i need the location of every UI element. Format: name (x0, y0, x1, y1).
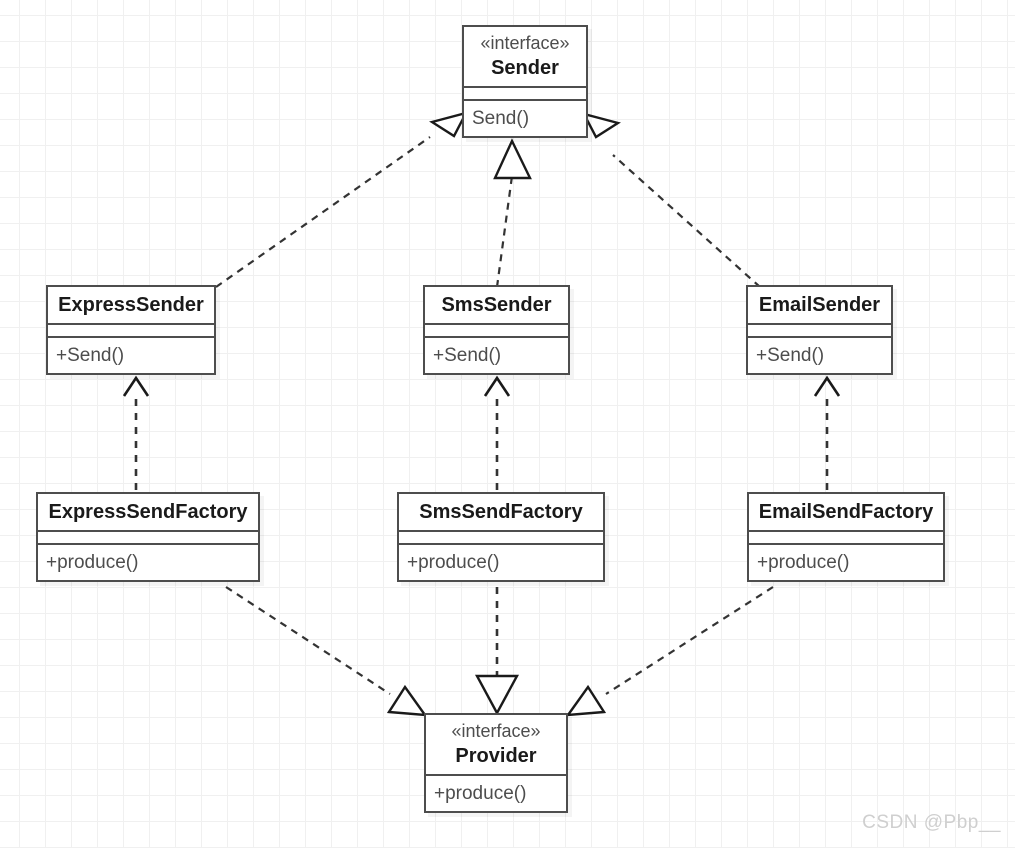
hollow-triangle-arrowhead (386, 684, 428, 717)
hollow-triangle-arrowhead (474, 674, 520, 716)
operation-express-factory-produce: +produce() (38, 543, 258, 580)
operation-provider-produce: +produce() (426, 774, 566, 811)
operation-email-sender-send: +Send() (748, 336, 891, 373)
class-name-label: EmailSender (758, 294, 881, 316)
class-name-label: ExpressSender (58, 294, 204, 316)
attributes-compartment (399, 530, 603, 543)
uml-class-provider[interactable]: «interface» Provider +produce() (424, 713, 568, 813)
class-header-express-send-factory: ExpressSendFactory (38, 494, 258, 530)
attributes-compartment (425, 323, 568, 336)
hollow-triangle-arrowhead (429, 111, 469, 138)
edge-express-factory-depends-express-sender (122, 375, 150, 490)
stereotype-label: «interface» (451, 721, 541, 741)
edge-sms-factory-depends-sms-sender (483, 375, 511, 490)
class-name-label: ExpressSendFactory (48, 501, 248, 523)
operation-express-sender-send: +Send() (48, 336, 214, 373)
uml-class-email-send-factory[interactable]: EmailSendFactory +produce() (747, 492, 945, 582)
class-header-sms-send-factory: SmsSendFactory (399, 494, 603, 530)
uml-class-sms-send-factory[interactable]: SmsSendFactory +produce() (397, 492, 605, 582)
operation-sms-factory-produce: +produce() (399, 543, 603, 580)
class-name-label: SmsSender (441, 294, 552, 316)
edge-email-factory-realizes-provider (565, 586, 774, 717)
edge-email-factory-depends-email-sender (813, 375, 841, 490)
uml-class-sender[interactable]: «interface» Sender Send() (462, 25, 588, 138)
operation-email-factory-produce: +produce() (749, 543, 943, 580)
edge-sms-sender-realizes-sender (493, 138, 532, 288)
operation-sms-sender-send: +Send() (425, 336, 568, 373)
watermark-label: CSDN @Pbp__ (862, 812, 1001, 833)
class-name-label: SmsSendFactory (419, 501, 583, 523)
open-v-arrowhead (483, 375, 511, 397)
open-v-arrowhead (122, 375, 150, 397)
class-header-email-sender: EmailSender (748, 287, 891, 323)
uml-class-express-sender[interactable]: ExpressSender +Send() (46, 285, 216, 375)
attributes-compartment (48, 323, 214, 336)
attributes-compartment (464, 86, 586, 99)
attributes-compartment (38, 530, 258, 543)
uml-class-email-sender[interactable]: EmailSender +Send() (746, 285, 893, 375)
operation-sender-send: Send() (464, 99, 586, 136)
edge-sms-factory-realizes-provider (474, 587, 520, 716)
hollow-triangle-arrowhead (493, 138, 532, 180)
hollow-triangle-arrowhead (565, 684, 607, 717)
class-header-express-sender: ExpressSender (48, 287, 214, 323)
edge-express-factory-realizes-provider (225, 586, 428, 717)
hollow-triangle-arrowhead (581, 112, 621, 139)
edge-express-sender-realizes-sender (215, 111, 469, 288)
class-header-sms-sender: SmsSender (425, 287, 568, 323)
edge-email-sender-realizes-sender (581, 112, 761, 288)
stereotype-label: «interface» (480, 33, 570, 53)
uml-class-sms-sender[interactable]: SmsSender +Send() (423, 285, 570, 375)
attributes-compartment (749, 530, 943, 543)
class-header-sender: «interface» Sender (464, 27, 586, 86)
class-header-email-send-factory: EmailSendFactory (749, 494, 943, 530)
uml-class-express-send-factory[interactable]: ExpressSendFactory +produce() (36, 492, 260, 582)
class-header-provider: «interface» Provider (426, 715, 566, 774)
class-name-label: Provider (455, 745, 537, 767)
class-name-label: EmailSendFactory (758, 501, 934, 523)
class-name-label: Sender (491, 57, 559, 79)
open-v-arrowhead (813, 375, 841, 397)
attributes-compartment (748, 323, 891, 336)
